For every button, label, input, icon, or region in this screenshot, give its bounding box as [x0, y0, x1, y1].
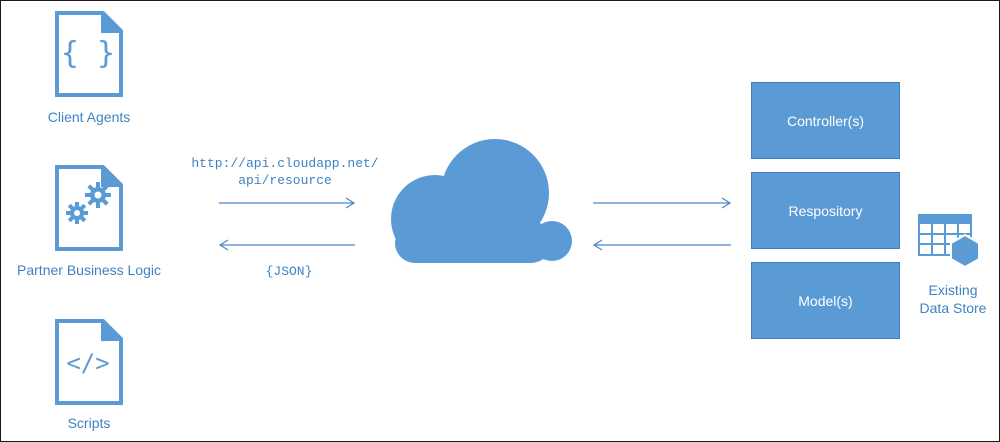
return-arrow — [592, 239, 731, 251]
existing-data-store-label: Existing Data Store — [907, 281, 999, 317]
controllers-label: Controller(s) — [786, 112, 864, 129]
request-url-line1: http://api.cloudapp.net/ — [191, 156, 379, 171]
svg-text:</>: </> — [66, 349, 109, 377]
repository-box: Respository — [751, 172, 900, 249]
scripts-label: Scripts — [67, 415, 111, 431]
partner-business-logic-label: Partner Business Logic — [17, 262, 161, 278]
svg-text:{ }: { } — [61, 36, 115, 71]
request-arrow — [219, 197, 356, 209]
forward-arrow — [593, 197, 732, 209]
datastore-line1: Existing — [928, 282, 978, 298]
repository-label: Respository — [788, 202, 863, 219]
request-url-line2: api/resource — [238, 173, 332, 188]
models-label: Model(s) — [798, 292, 853, 309]
datastore-line2: Data Store — [919, 300, 987, 316]
response-format: {JSON} — [265, 264, 313, 279]
curly-braces-document-icon: { } — [55, 11, 123, 97]
client-agents-label: Client Agents — [47, 109, 131, 125]
code-tag-document-icon: </> — [55, 319, 123, 405]
response-arrow — [218, 239, 355, 251]
cloud-icon — [391, 139, 572, 263]
gears-document-icon — [55, 165, 123, 251]
request-url: http://api.cloudapp.net/ api/resource — [171, 155, 399, 189]
models-box: Model(s) — [751, 262, 900, 339]
controllers-box: Controller(s) — [751, 82, 900, 159]
database-table-icon — [918, 214, 980, 269]
